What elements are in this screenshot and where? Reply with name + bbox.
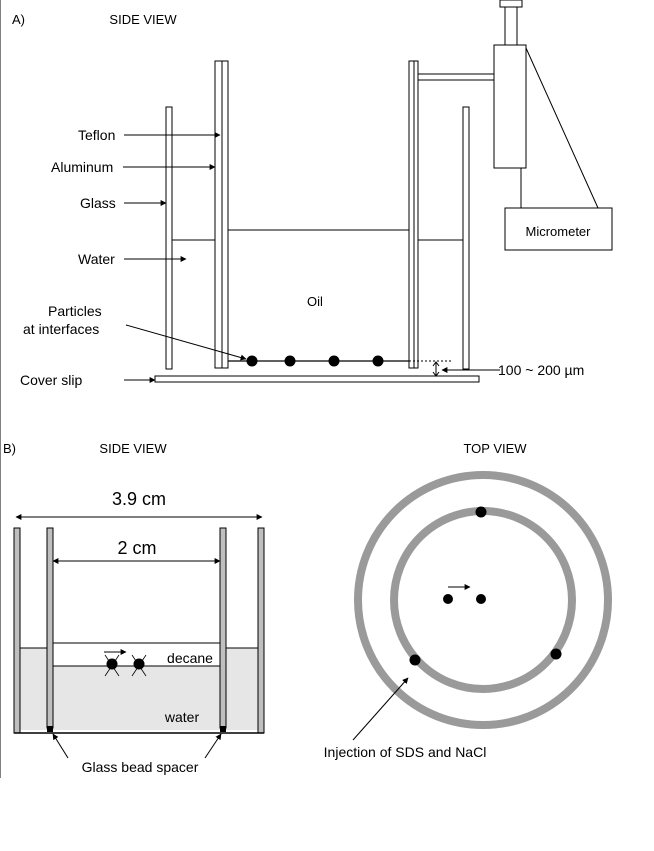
injection-label: Injection of SDS and NaCl <box>324 744 487 760</box>
particles-label-line2: at interfaces <box>23 321 99 337</box>
cover-slip <box>154 375 480 383</box>
micrometer-label: Micrometer <box>525 224 591 239</box>
particle <box>284 355 296 367</box>
glass-bead-spacer <box>220 726 226 732</box>
inner-water <box>53 666 220 730</box>
glass-walls <box>165 106 470 370</box>
spacer-arrow-right <box>204 733 222 759</box>
particles-b-side <box>104 649 147 677</box>
particles-arrow <box>125 324 247 361</box>
spacer-arrow-left <box>52 733 69 759</box>
panel-b-top-view-title: TOP VIEW <box>463 441 527 456</box>
aluminum-teflon-walls <box>214 60 419 369</box>
particle <box>476 594 486 604</box>
particle <box>328 355 340 367</box>
oil-label: Oil <box>307 294 323 309</box>
outer-width-label: 3.9 cm <box>112 489 166 509</box>
top-view <box>352 471 612 741</box>
water-label-b: water <box>164 709 200 725</box>
particles-label-line1: Particles <box>48 303 102 319</box>
teflon-label: Teflon <box>78 127 115 143</box>
particle <box>409 654 421 666</box>
side-view-cell <box>13 527 265 734</box>
glass-label: Glass <box>80 195 116 211</box>
spacer-label: Glass bead spacer <box>82 759 199 775</box>
panel-b-side-view-title: SIDE VIEW <box>99 441 167 456</box>
outer-water-right <box>226 648 258 730</box>
outer-water-left <box>20 648 47 730</box>
particle <box>550 648 562 660</box>
particle <box>372 355 384 367</box>
decane-label: decane <box>167 650 213 666</box>
inner-width-label: 2 cm <box>117 538 156 558</box>
panel-a-view-title: SIDE VIEW <box>109 12 177 27</box>
water-surface-lines <box>172 229 463 241</box>
outer-ring <box>354 471 612 729</box>
panel-b: B) SIDE VIEW TOP VIEW 3.9 cm 2 c <box>0 0 612 778</box>
inner-wall-left <box>46 527 54 729</box>
cover-slip-label: Cover slip <box>20 372 82 388</box>
panel-a-label: A) <box>12 12 25 27</box>
outer-wall-right <box>257 527 265 734</box>
inner-wall-right <box>219 527 227 729</box>
gap-label: 100 ~ 200 µm <box>498 362 584 378</box>
water-label: Water <box>78 251 115 267</box>
particles-a <box>246 355 384 367</box>
glass-bead-spacer <box>47 726 53 732</box>
particle <box>246 355 258 367</box>
panel-b-label: B) <box>3 441 16 456</box>
micrometer-assembly <box>418 0 613 251</box>
panel-a: A) SIDE VIEW Micrometer <box>12 0 613 388</box>
aluminum-label: Aluminum <box>51 159 113 175</box>
gap-indicator <box>432 361 500 377</box>
outer-wall-left <box>13 527 21 734</box>
injection-arrow <box>352 677 409 741</box>
particle <box>443 594 453 604</box>
particle <box>475 506 487 518</box>
